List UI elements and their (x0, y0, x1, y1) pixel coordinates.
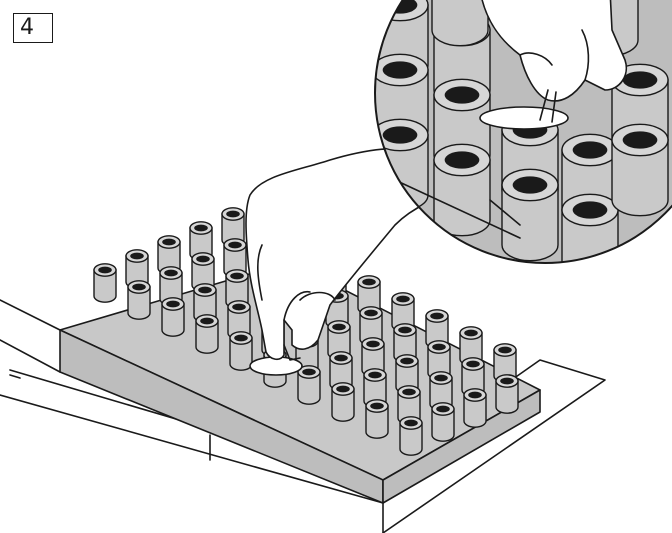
tube-post (196, 315, 218, 353)
tube-post (94, 264, 116, 302)
tube-post (432, 0, 488, 46)
tube-post (332, 383, 354, 421)
tube-post (434, 144, 490, 235)
tube-post (562, 194, 618, 285)
tube-post (464, 389, 486, 427)
tube-post (612, 124, 668, 215)
tube-post (298, 366, 320, 404)
tube-post (366, 400, 388, 438)
tube-post (432, 403, 454, 441)
tube-post (502, 169, 558, 260)
tube-post (230, 332, 252, 370)
tube-post (400, 417, 422, 455)
tube-post (162, 298, 184, 336)
tube-post (496, 375, 518, 413)
zoom-inset (372, 0, 672, 286)
tube-post (128, 281, 150, 319)
